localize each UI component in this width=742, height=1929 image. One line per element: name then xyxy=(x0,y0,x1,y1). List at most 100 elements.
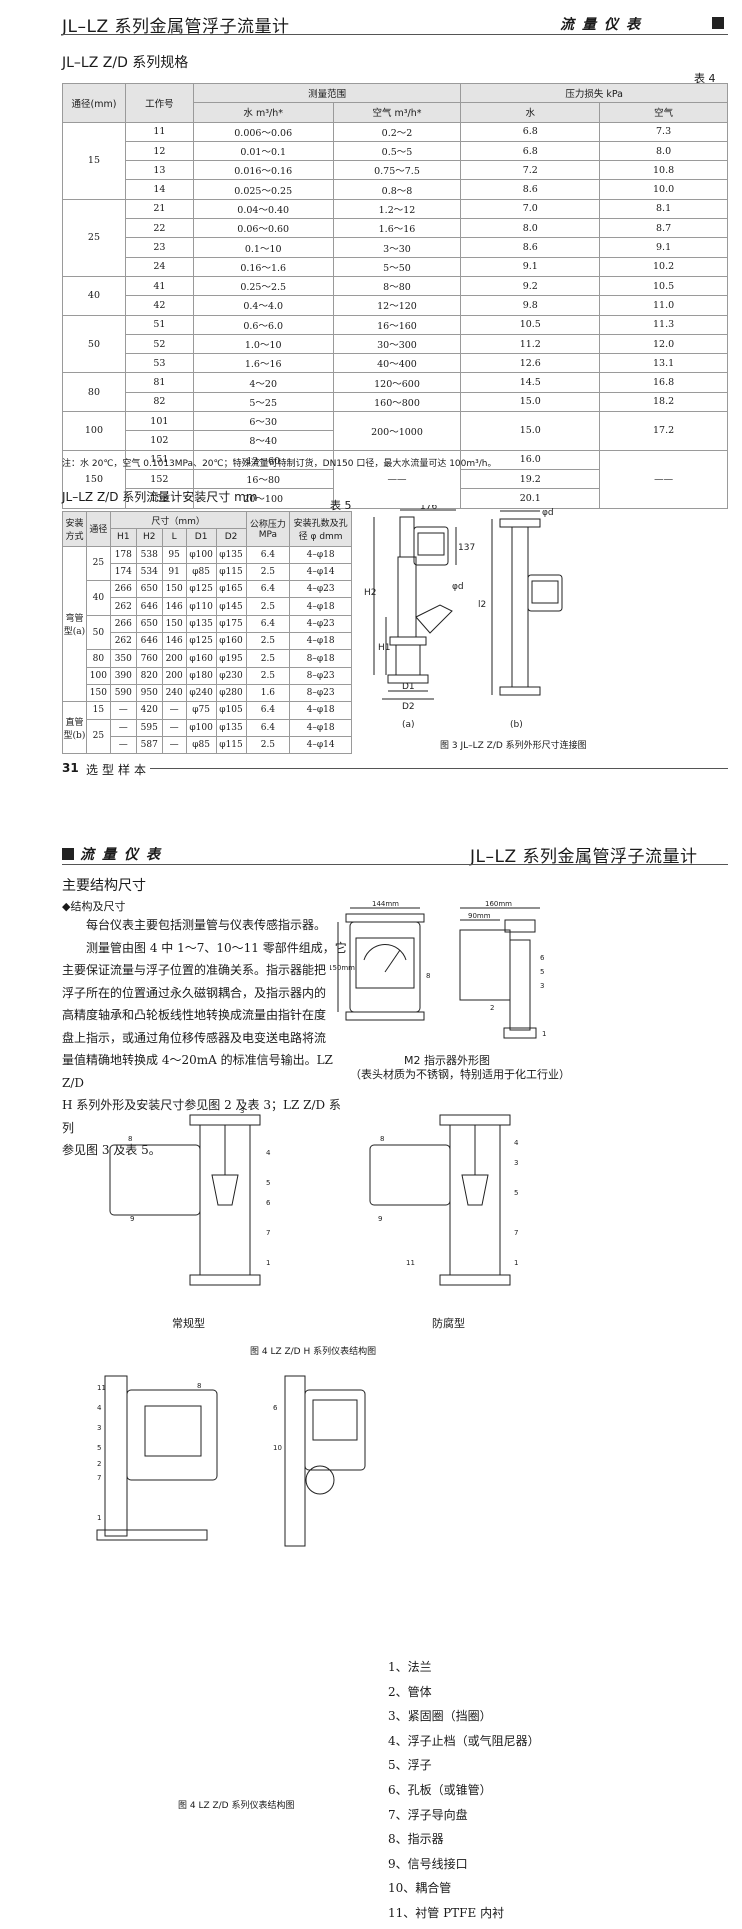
table4-cell: 0.06～0.60 xyxy=(192,218,334,239)
fig4-anti-callout-11: 11 xyxy=(406,1259,415,1267)
m2-callout-2: 2 xyxy=(490,1004,494,1012)
table5-cell: 弯管型(a) xyxy=(62,545,87,703)
fig3b-dial xyxy=(531,580,559,604)
fig3-label-b: (b) xyxy=(510,720,523,730)
table5-cell: 6.4 xyxy=(245,718,291,737)
fig4-normal-flange-bottom xyxy=(189,1274,261,1286)
fig4b-callout-3: 3 xyxy=(97,1424,101,1432)
table5-cell: 2.5 xyxy=(245,666,291,685)
footer-rule xyxy=(150,768,728,769)
table4-cell: 14 xyxy=(124,179,194,200)
table5-wrap: 安装方式 通径 尺寸（mm） 公称压力 MPa 安装孔数及孔径 φ dmm H1… xyxy=(62,510,352,755)
table5-cell: φ135 xyxy=(185,614,217,634)
table5-cell: 150 xyxy=(161,614,187,634)
table5-cell: 91 xyxy=(161,562,187,582)
m2-side-tube xyxy=(509,939,531,1031)
legend-item: 4、浮子止档（或气阻尼器） xyxy=(388,1733,540,1748)
fig4b-callout-6: 6 xyxy=(273,1404,278,1412)
table5-cell: 2.5 xyxy=(245,649,291,668)
table5-cell: — xyxy=(109,701,137,720)
table5-cell: φ230 xyxy=(215,666,247,685)
table4-cell: 22 xyxy=(124,218,194,239)
fig4b-right-tube xyxy=(284,1375,306,1547)
table4-cell: 0.1～10 xyxy=(192,237,334,258)
paragraph-line: 盘上指示，或通过角位移传感器及电变送电路将流 xyxy=(62,1030,327,1045)
table4-cell: 82 xyxy=(124,391,194,413)
table4-cell: 13 xyxy=(124,160,194,181)
paragraph-line: H 系列外形及安装尺寸参见图 2 及表 3；LZ Z/D 系列 xyxy=(62,1098,341,1135)
fig4-anti-callout-5: 5 xyxy=(514,1189,518,1197)
table4-cell: 53 xyxy=(124,353,194,374)
t5-th-dim: 尺寸（mm） xyxy=(109,510,247,530)
table4-label: 表 4 xyxy=(694,72,716,85)
install-table: 安装方式 通径 尺寸（mm） 公称压力 MPa 安装孔数及孔径 φ dmm H1… xyxy=(62,510,352,755)
fig4b-structure-drawing: 11 4 3 5 2 7 8 1 6 10 xyxy=(96,1375,366,1547)
t5-th-d2: D2 xyxy=(215,528,247,547)
page2-header-square xyxy=(62,848,74,860)
m2-indicator-drawing: 144mm 150mm 160mm 90mm 8 6 5 3 2 1 xyxy=(330,900,546,1039)
table5-cell: 4–φ23 xyxy=(289,580,352,599)
table4-cell: 8.6 xyxy=(460,179,601,200)
table4-cell: 6.8 xyxy=(460,140,601,162)
fig4-normal-callout-8: 8 xyxy=(128,1135,132,1143)
legend-item: 1、法兰 xyxy=(388,1660,432,1674)
fig4-anti-callout-8: 8 xyxy=(380,1135,384,1143)
structure-section-title: 主要结构尺寸 xyxy=(62,878,146,894)
fig3-dim-h1: H1 xyxy=(378,643,391,653)
table4-cell: 15.0 xyxy=(460,391,601,413)
table4-cell: 24 xyxy=(124,256,194,277)
table4-cell: 10.2 xyxy=(599,256,728,277)
table4-cell: 19.2 xyxy=(460,468,601,490)
table4-cell: 16～80 xyxy=(192,468,334,490)
table4-cell: 0.2～2 xyxy=(332,121,462,142)
table5-cell: φ110 xyxy=(185,597,217,616)
fig4b-left-flange xyxy=(96,1529,208,1541)
table5-cell: φ175 xyxy=(215,614,247,634)
table5-cell: 4–φ18 xyxy=(289,545,352,564)
fig3a-flange-bottom xyxy=(389,636,427,646)
fig3-dim-phid: φd xyxy=(452,582,464,592)
table5-cell: 587 xyxy=(135,735,163,755)
table4-cell: 0.25～2.5 xyxy=(192,275,334,297)
fig4-anti-callout-4: 4 xyxy=(514,1139,519,1147)
table4-cell: 102 xyxy=(124,430,194,451)
fig3-dim-d1: D1 xyxy=(402,682,415,692)
table4-cell: 42 xyxy=(124,295,194,316)
table4-cell: 10.5 xyxy=(599,275,728,297)
paragraph-line: 测量管由图 4 中 1～7、10～11 零部件组成，它 xyxy=(86,940,347,955)
table5-cell: φ195 xyxy=(215,649,247,668)
fig4-caption: 图 4 LZ Z/D H 系列仪表结构图 xyxy=(250,1347,377,1357)
table5-cell: 4–φ14 xyxy=(289,735,352,755)
table5-cell: 直管型(b) xyxy=(62,701,87,755)
table5-cell: 1.6 xyxy=(245,683,291,703)
table5-cell: 8–φ23 xyxy=(289,666,352,685)
fig3a-flange-base xyxy=(387,674,429,684)
table4-cell: 200～1000 xyxy=(332,411,462,451)
fig4b-right-indicator xyxy=(304,1389,366,1471)
table4-cell: 40～400 xyxy=(332,353,462,374)
t5-th-h1: H1 xyxy=(109,528,137,547)
table5-cell: 40 xyxy=(85,580,111,616)
page1-header-rule xyxy=(62,34,728,35)
fig3b-tube xyxy=(511,526,529,688)
table4-cell: 7.0 xyxy=(460,198,601,220)
table5-cell: 8–φ18 xyxy=(289,649,352,668)
table5-cell: — xyxy=(161,718,187,737)
table4-cell: 9.2 xyxy=(460,275,601,297)
table4-cell: 0.6～6.0 xyxy=(192,314,334,335)
fig4b-callout-11: 11 xyxy=(97,1384,106,1392)
table5-cell: 25 xyxy=(85,718,111,755)
table5-cell: 950 xyxy=(135,683,163,703)
legend-item: 2、管体 xyxy=(388,1684,432,1699)
